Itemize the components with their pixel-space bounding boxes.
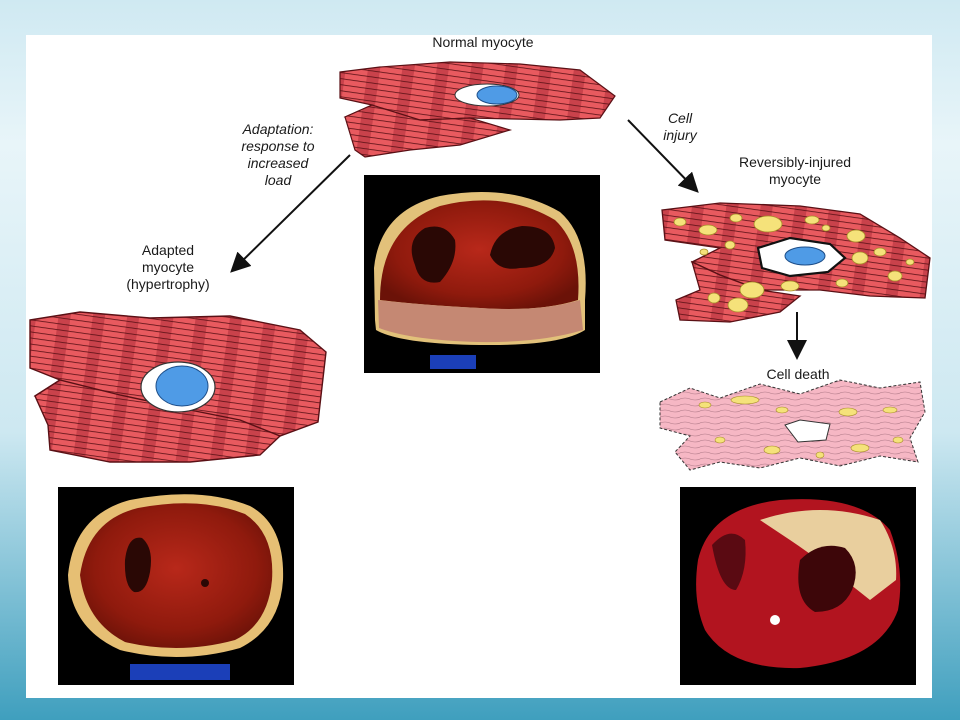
dead-cell bbox=[659, 379, 926, 471]
photo-infarcted-heart bbox=[680, 487, 916, 685]
adapted-myocyte bbox=[29, 311, 327, 463]
label-cell-injury: Cell injury bbox=[663, 110, 697, 143]
label-normal-myocyte: Normal myocyte bbox=[432, 34, 534, 50]
label-reversibly-injured: Reversibly-injured myocyte bbox=[738, 154, 852, 187]
photo-hypertrophic-heart bbox=[58, 487, 294, 685]
arrow-adaptation bbox=[230, 154, 351, 273]
label-cell-death: Cell death bbox=[766, 366, 830, 382]
label-adaptation: Adaptation: response to increased load bbox=[241, 121, 315, 188]
normal-myocyte bbox=[339, 61, 616, 158]
reversibly-injured-myocyte bbox=[661, 202, 931, 323]
arrow-cell-injury bbox=[627, 119, 699, 193]
photo-normal-heart bbox=[364, 175, 600, 373]
label-adapted-myocyte: Adapted myocyte (hypertrophy) bbox=[126, 242, 210, 292]
